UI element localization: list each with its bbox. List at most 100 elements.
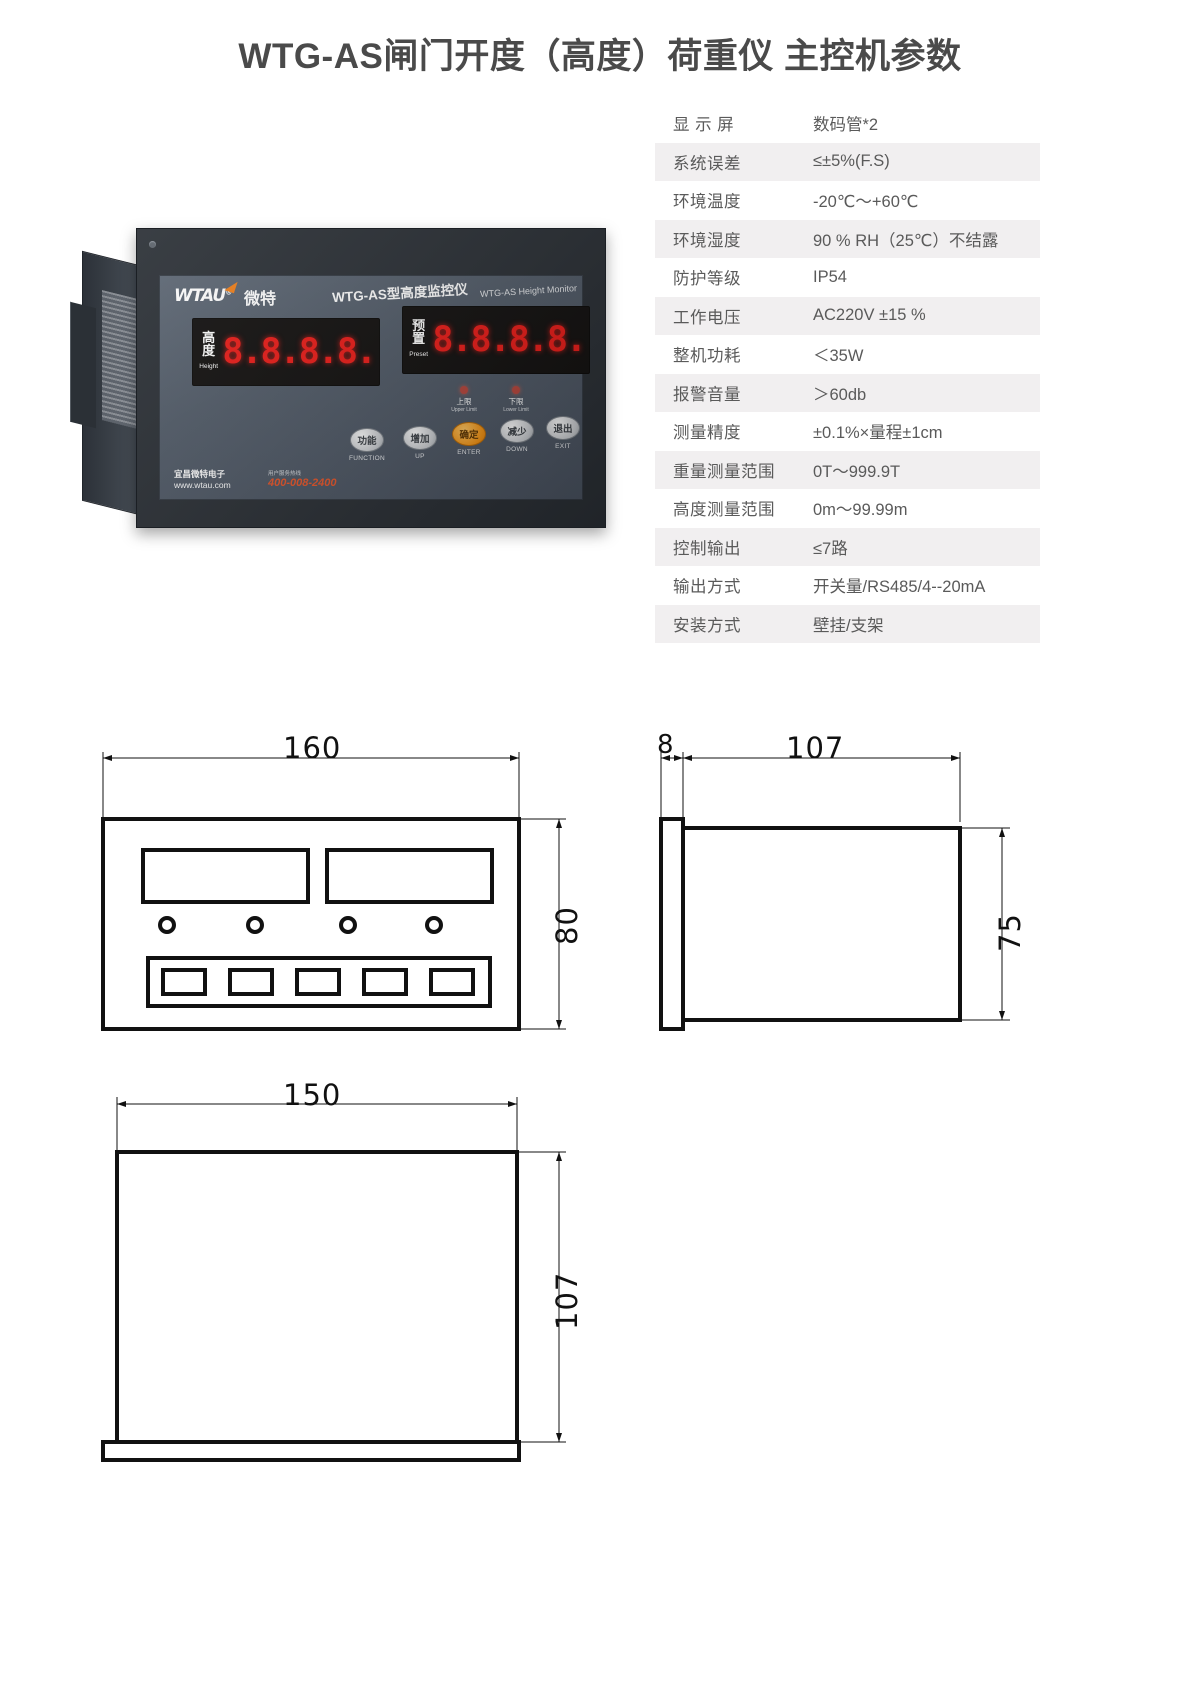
spec-value: IP54 [813,267,847,286]
spec-key: 显 示 屏 [673,116,735,135]
up-button[interactable]: 增加 [403,426,437,450]
device-side-band [70,301,96,429]
spec-key: 高度测量范围 [673,501,775,520]
spec-value: 0m～99.99m [813,501,908,520]
service-hotline-label: 用户服务热线 [268,471,302,477]
upper-limit-led-label: 上限 Upper Limit [451,397,477,414]
preset-label-cn: 预置 [412,318,426,346]
spec-key: 测量精度 [673,424,741,443]
page-title: WTG-AS闸门开度（高度）荷重仪 主控机参数 [238,37,962,76]
front-view-drawing [101,752,566,1031]
brand-logo: WTAU® [174,286,232,306]
spec-key: 报警音量 [673,385,741,404]
side-view-flange-dim: 8 [657,730,675,760]
table-row: 重量测量范围 0T～999.9T [655,450,1040,489]
spec-key: 整机功耗 [673,347,741,366]
preset-label-en: Preset [409,351,429,358]
brand-latin: WTAU [174,286,226,306]
side-view-drawing [659,752,1010,1031]
spec-value: 壁挂/支架 [813,616,884,635]
front-view-width-dim: 160 [283,731,342,765]
height-label-cn: 高度 [202,330,216,358]
spec-key: 工作电压 [673,308,741,327]
table-row: 工作电压 AC220V ±15 % [655,296,1040,335]
height-label-en: Height [199,363,219,370]
spec-key: 控制输出 [673,539,741,558]
down-button-label: DOWN [506,446,528,453]
function-button[interactable]: 功能 [350,428,384,452]
table-row: 整机功耗 ＜35W [655,335,1040,374]
table-row: 输出方式 开关量/RS485/4--20mA [655,566,1040,605]
footer-company: 宜昌微特电子 [174,469,226,479]
spec-value: ＜35W [813,347,864,366]
height-segment-digits: 8. 8. 8. 8. [218,332,379,372]
lower-limit-led-label: 下限 Lower Limit [503,397,529,414]
spec-value: -20℃～+60℃ [813,193,919,212]
spec-value: ≤7路 [813,539,848,558]
spec-key: 环境温度 [673,193,741,212]
spec-value: 0T～999.9T [813,462,901,481]
segment-digit: 8. [470,320,511,360]
device-body: WTAU® 微特 WTG-AS型高度监控仪 WTG-AS Height Moni… [136,228,606,528]
screw-icon [149,241,156,248]
table-row: 高度测量范围 0m～99.99m [655,489,1040,528]
enter-button-label: ENTER [457,449,481,456]
table-row: 环境温度 -20℃～+60℃ [655,181,1040,220]
table-row: 显 示 屏 数码管*2 [655,104,1040,143]
exit-button-label: EXIT [555,443,571,450]
segment-digit: 8. [546,320,587,360]
flame-icon [224,278,238,294]
segment-digit: 8. [298,332,339,372]
cutout-view-height-dim: 107 [550,1271,584,1330]
height-display-label: 高度 Height [199,331,218,373]
brand-cn: 微特 [244,291,277,308]
table-row: 报警音量 ＞60db [655,373,1040,412]
segment-digit: 8. [508,320,549,360]
spec-key: 环境湿度 [673,231,741,250]
model-name-en: WTG-AS Height Monitor [479,283,578,299]
table-row: 控制输出 ≤7路 [655,527,1040,566]
spec-value: ≤±5%(F.S) [813,152,890,171]
service-hotline: 用户服务热线 400-008-2400 [268,469,337,489]
spec-table-body: 显 示 屏 数码管*2 系统误差 ≤±5%(F.S) 环境温度 -20℃～+60… [655,104,1040,643]
table-row: 环境湿度 90 % RH（25℃）不结露 [655,219,1040,258]
height-display: 高度 Height 8. 8. 8. 8. [192,318,380,386]
spec-value: ＞60db [813,385,867,404]
preset-display: 预置 Preset 8. 8. 8. 8. [402,306,590,374]
spec-key: 安装方式 [673,616,741,635]
spec-key: 输出方式 [673,578,741,597]
spec-table: 显 示 屏 数码管*2 系统误差 ≤±5%(F.S) 环境温度 -20℃～+60… [655,104,1040,643]
cutout-view-drawing [101,1097,566,1462]
table-row: 系统误差 ≤±5%(F.S) [655,142,1040,181]
down-button[interactable]: 减少 [500,419,534,443]
cutout-view-width-dim: 150 [283,1078,342,1112]
device-front-panel: WTAU® 微特 WTG-AS型高度监控仪 WTG-AS Height Moni… [159,275,590,500]
function-button-label: FUNCTION [349,455,385,462]
service-hotline-number: 400-008-2400 [268,477,337,489]
segment-digit: 8. [336,332,377,372]
lower-limit-led-icon [512,386,520,394]
spec-key: 重量测量范围 [673,462,775,481]
brand-registered-icon: ® [225,288,232,297]
segment-digit: 8. [260,332,301,372]
spec-value: 90 % RH（25℃）不结露 [813,231,999,250]
model-name-cn: WTG-AS型高度监控仪 [331,281,469,306]
spec-key: 系统误差 [673,154,741,173]
segment-digit: 8. [222,332,262,372]
preset-segment-digits: 8. 8. 8. 8. [428,320,589,360]
front-view-height-dim: 80 [550,906,584,945]
enter-button[interactable]: 确定 [452,422,486,446]
side-view-depth-dim: 107 [786,731,845,765]
spec-value: 开关量/RS485/4--20mA [813,578,986,597]
side-view-height-dim: 75 [993,913,1027,952]
exit-button[interactable]: 退出 [546,416,580,440]
table-row: 测量精度 ±0.1%×量程±1cm [655,412,1040,451]
upper-limit-led-icon [460,386,468,394]
spec-value: ±0.1%×量程±1cm [813,424,943,443]
footer-website: www.wtau.com [174,480,231,490]
product-photo: WTAU® 微特 WTG-AS型高度监控仪 WTG-AS Height Moni… [60,210,620,570]
footer-company-block: 宜昌微特电子 www.wtau.com [174,469,231,491]
preset-display-label: 预置 Preset [409,319,428,361]
spec-value: 数码管*2 [813,116,879,135]
table-row: 安装方式 壁挂/支架 [655,604,1040,643]
